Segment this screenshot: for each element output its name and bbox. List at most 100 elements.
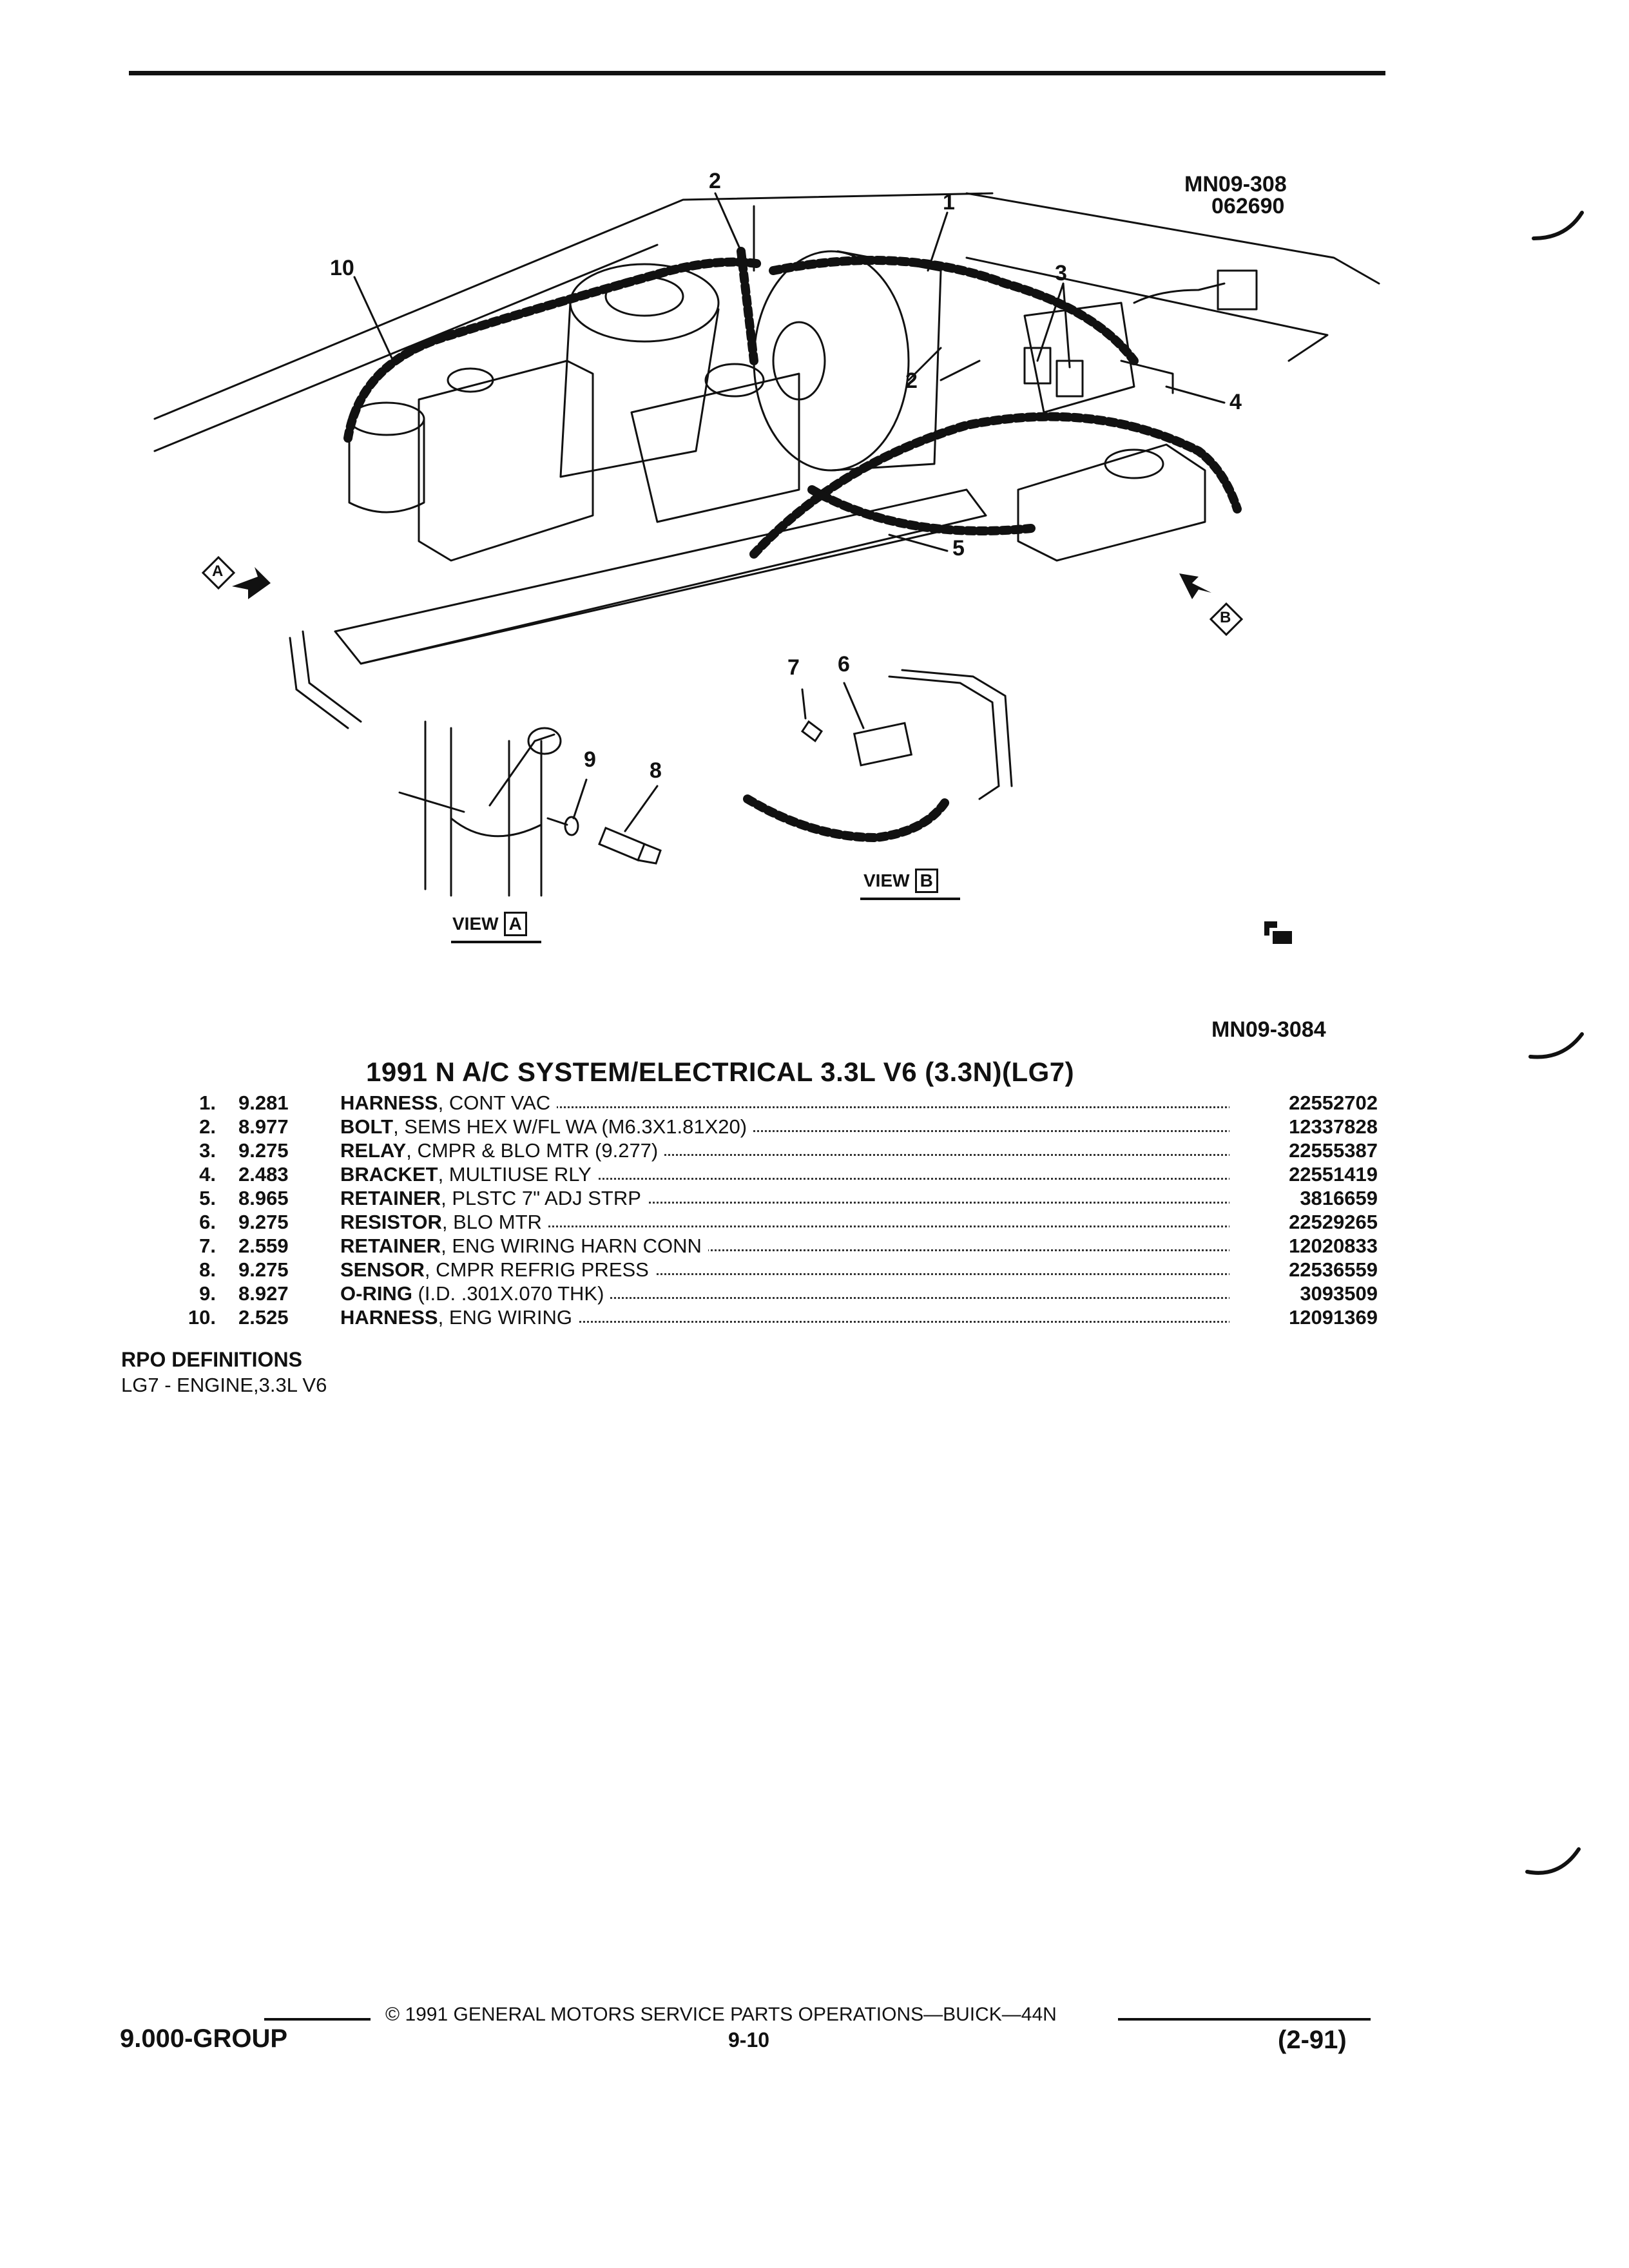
leader-dots xyxy=(340,1249,1231,1251)
callout-10: 10 xyxy=(330,256,354,280)
part-detail: , ENG WIRING xyxy=(438,1306,572,1329)
group-number: 2.483 xyxy=(238,1163,289,1186)
wire-connector xyxy=(1133,282,1226,304)
callout-2: 2 xyxy=(905,369,918,393)
leader-dots xyxy=(340,1106,1231,1108)
part-detail: , MULTIUSE RLY xyxy=(438,1163,592,1186)
ac-line xyxy=(302,630,362,723)
o-ring xyxy=(564,816,579,836)
engine-wiring-harness xyxy=(749,412,1242,559)
wire-connector xyxy=(1217,269,1258,311)
item-number: 7. xyxy=(199,1235,216,1257)
harness-retainer xyxy=(800,720,824,743)
footer-rule-right xyxy=(1118,2018,1371,2021)
part-number: 22552702 xyxy=(1229,1091,1378,1115)
view-a-arrow xyxy=(232,567,271,599)
accumulator xyxy=(424,720,543,897)
part-detail: , CONT VAC xyxy=(438,1091,551,1114)
leader-line xyxy=(714,192,742,253)
radiator-support xyxy=(334,488,987,665)
callout-8: 8 xyxy=(650,758,662,783)
item-number: 8. xyxy=(199,1258,216,1281)
item-number: 5. xyxy=(199,1187,216,1209)
callout-7: 7 xyxy=(787,655,800,680)
part-name: RETAINER xyxy=(340,1187,441,1209)
part-description: O-RING (I.D. .301X.070 THK) xyxy=(340,1282,611,1305)
leader-line xyxy=(927,211,949,272)
part-description: BOLT, SEMS HEX W/FL WA (M6.3X1.81X20) xyxy=(340,1115,754,1139)
parts-row: 6. 9.275 RESISTOR, BLO MTR 22529265 xyxy=(161,1210,1385,1234)
callout-9: 9 xyxy=(584,747,596,772)
part-description: RESISTOR, BLO MTR xyxy=(340,1210,548,1234)
group-number: 8.927 xyxy=(238,1282,289,1305)
callout-5: 5 xyxy=(952,536,965,561)
part-number: 12337828 xyxy=(1229,1115,1378,1139)
footer-date: (2-91) xyxy=(1278,2026,1347,2054)
part-name: HARNESS xyxy=(340,1091,438,1114)
item-number: 6. xyxy=(199,1211,216,1233)
footer-page-number: 9-10 xyxy=(728,2028,770,2052)
engine-wiring-harness xyxy=(769,256,1139,365)
item-number: 4. xyxy=(199,1163,216,1186)
group-number: 9.275 xyxy=(238,1258,289,1281)
binding-mark xyxy=(1525,1847,1581,1875)
parts-row: 4. 2.483 BRACKET, MULTIUSE RLY 22551419 xyxy=(161,1162,1385,1186)
view-a-arrow-box xyxy=(201,555,236,590)
leader-line xyxy=(843,682,865,729)
parts-row: 3. 9.275 RELAY, CMPR & BLO MTR (9.277) 2… xyxy=(161,1139,1385,1162)
leader-dots xyxy=(340,1178,1231,1180)
rpo-definition: LG7 - ENGINE,3.3L V6 xyxy=(121,1374,327,1396)
blower-resistor xyxy=(853,722,913,767)
group-number: 8.977 xyxy=(238,1115,289,1138)
part-number: 12091369 xyxy=(1229,1305,1378,1329)
service-logo-mark xyxy=(1264,921,1292,944)
part-name: RESISTOR xyxy=(340,1211,442,1233)
binding-mark xyxy=(1532,211,1584,240)
leader-line xyxy=(940,360,981,381)
parts-row: 5. 8.965 RETAINER, PLSTC 7" ADJ STRP 381… xyxy=(161,1186,1385,1210)
item-number: 1. xyxy=(199,1091,216,1114)
parts-row: 7. 2.559 RETAINER, ENG WIRING HARN CONN … xyxy=(161,1234,1385,1258)
callout-6: 6 xyxy=(838,652,850,677)
part-name: BOLT xyxy=(340,1115,394,1138)
blower-resistor-bracket xyxy=(888,675,1000,800)
air-duct xyxy=(630,372,800,523)
group-number: 2.559 xyxy=(238,1235,289,1257)
footer-group: 9.000-GROUP xyxy=(120,2024,288,2053)
part-name: SENSOR xyxy=(340,1258,425,1281)
view-b-arrow-letter: B xyxy=(1220,609,1231,626)
leader-dots xyxy=(340,1202,1231,1204)
view-a-prefix: VIEW xyxy=(452,914,499,934)
leader-dots xyxy=(340,1297,1231,1299)
parts-row: 10. 2.525 HARNESS, ENG WIRING 12091369 xyxy=(161,1305,1385,1329)
part-detail: , CMPR REFRIG PRESS xyxy=(424,1258,649,1281)
group-number: 9.275 xyxy=(238,1139,289,1162)
item-number: 9. xyxy=(199,1282,216,1305)
item-number: 2. xyxy=(199,1115,216,1138)
vacuum-harness xyxy=(737,247,758,365)
view-b-arrow xyxy=(1179,573,1211,599)
relay xyxy=(1023,347,1052,385)
pressure-sensor xyxy=(637,843,662,865)
callout-2: 2 xyxy=(709,169,721,193)
leader-line xyxy=(1036,282,1071,369)
leader-dots xyxy=(340,1154,1231,1156)
part-detail: , SEMS HEX W/FL WA (M6.3X1.81X20) xyxy=(393,1115,747,1138)
leader-line xyxy=(801,688,807,720)
leader-line xyxy=(572,778,588,820)
leader-dots xyxy=(340,1225,1231,1227)
parts-list: 1. 9.281 HARNESS, CONT VAC 22552702 2. 8… xyxy=(161,1091,1385,1329)
leader-dots xyxy=(340,1273,1231,1275)
part-description: SENSOR, CMPR REFRIG PRESS xyxy=(340,1258,655,1282)
blower-resistor-bracket xyxy=(901,669,1013,787)
engine-wiring-harness xyxy=(807,485,1036,535)
part-detail: , CMPR & BLO MTR (9.277) xyxy=(406,1139,659,1162)
leader-line xyxy=(624,785,659,832)
callout-4: 4 xyxy=(1229,390,1242,414)
coolant-reservoir xyxy=(418,360,594,562)
relay-bracket xyxy=(1023,302,1135,414)
accumulator-pipe xyxy=(488,733,555,807)
vacuum-canister xyxy=(348,418,425,514)
part-number: 22529265 xyxy=(1229,1210,1378,1234)
